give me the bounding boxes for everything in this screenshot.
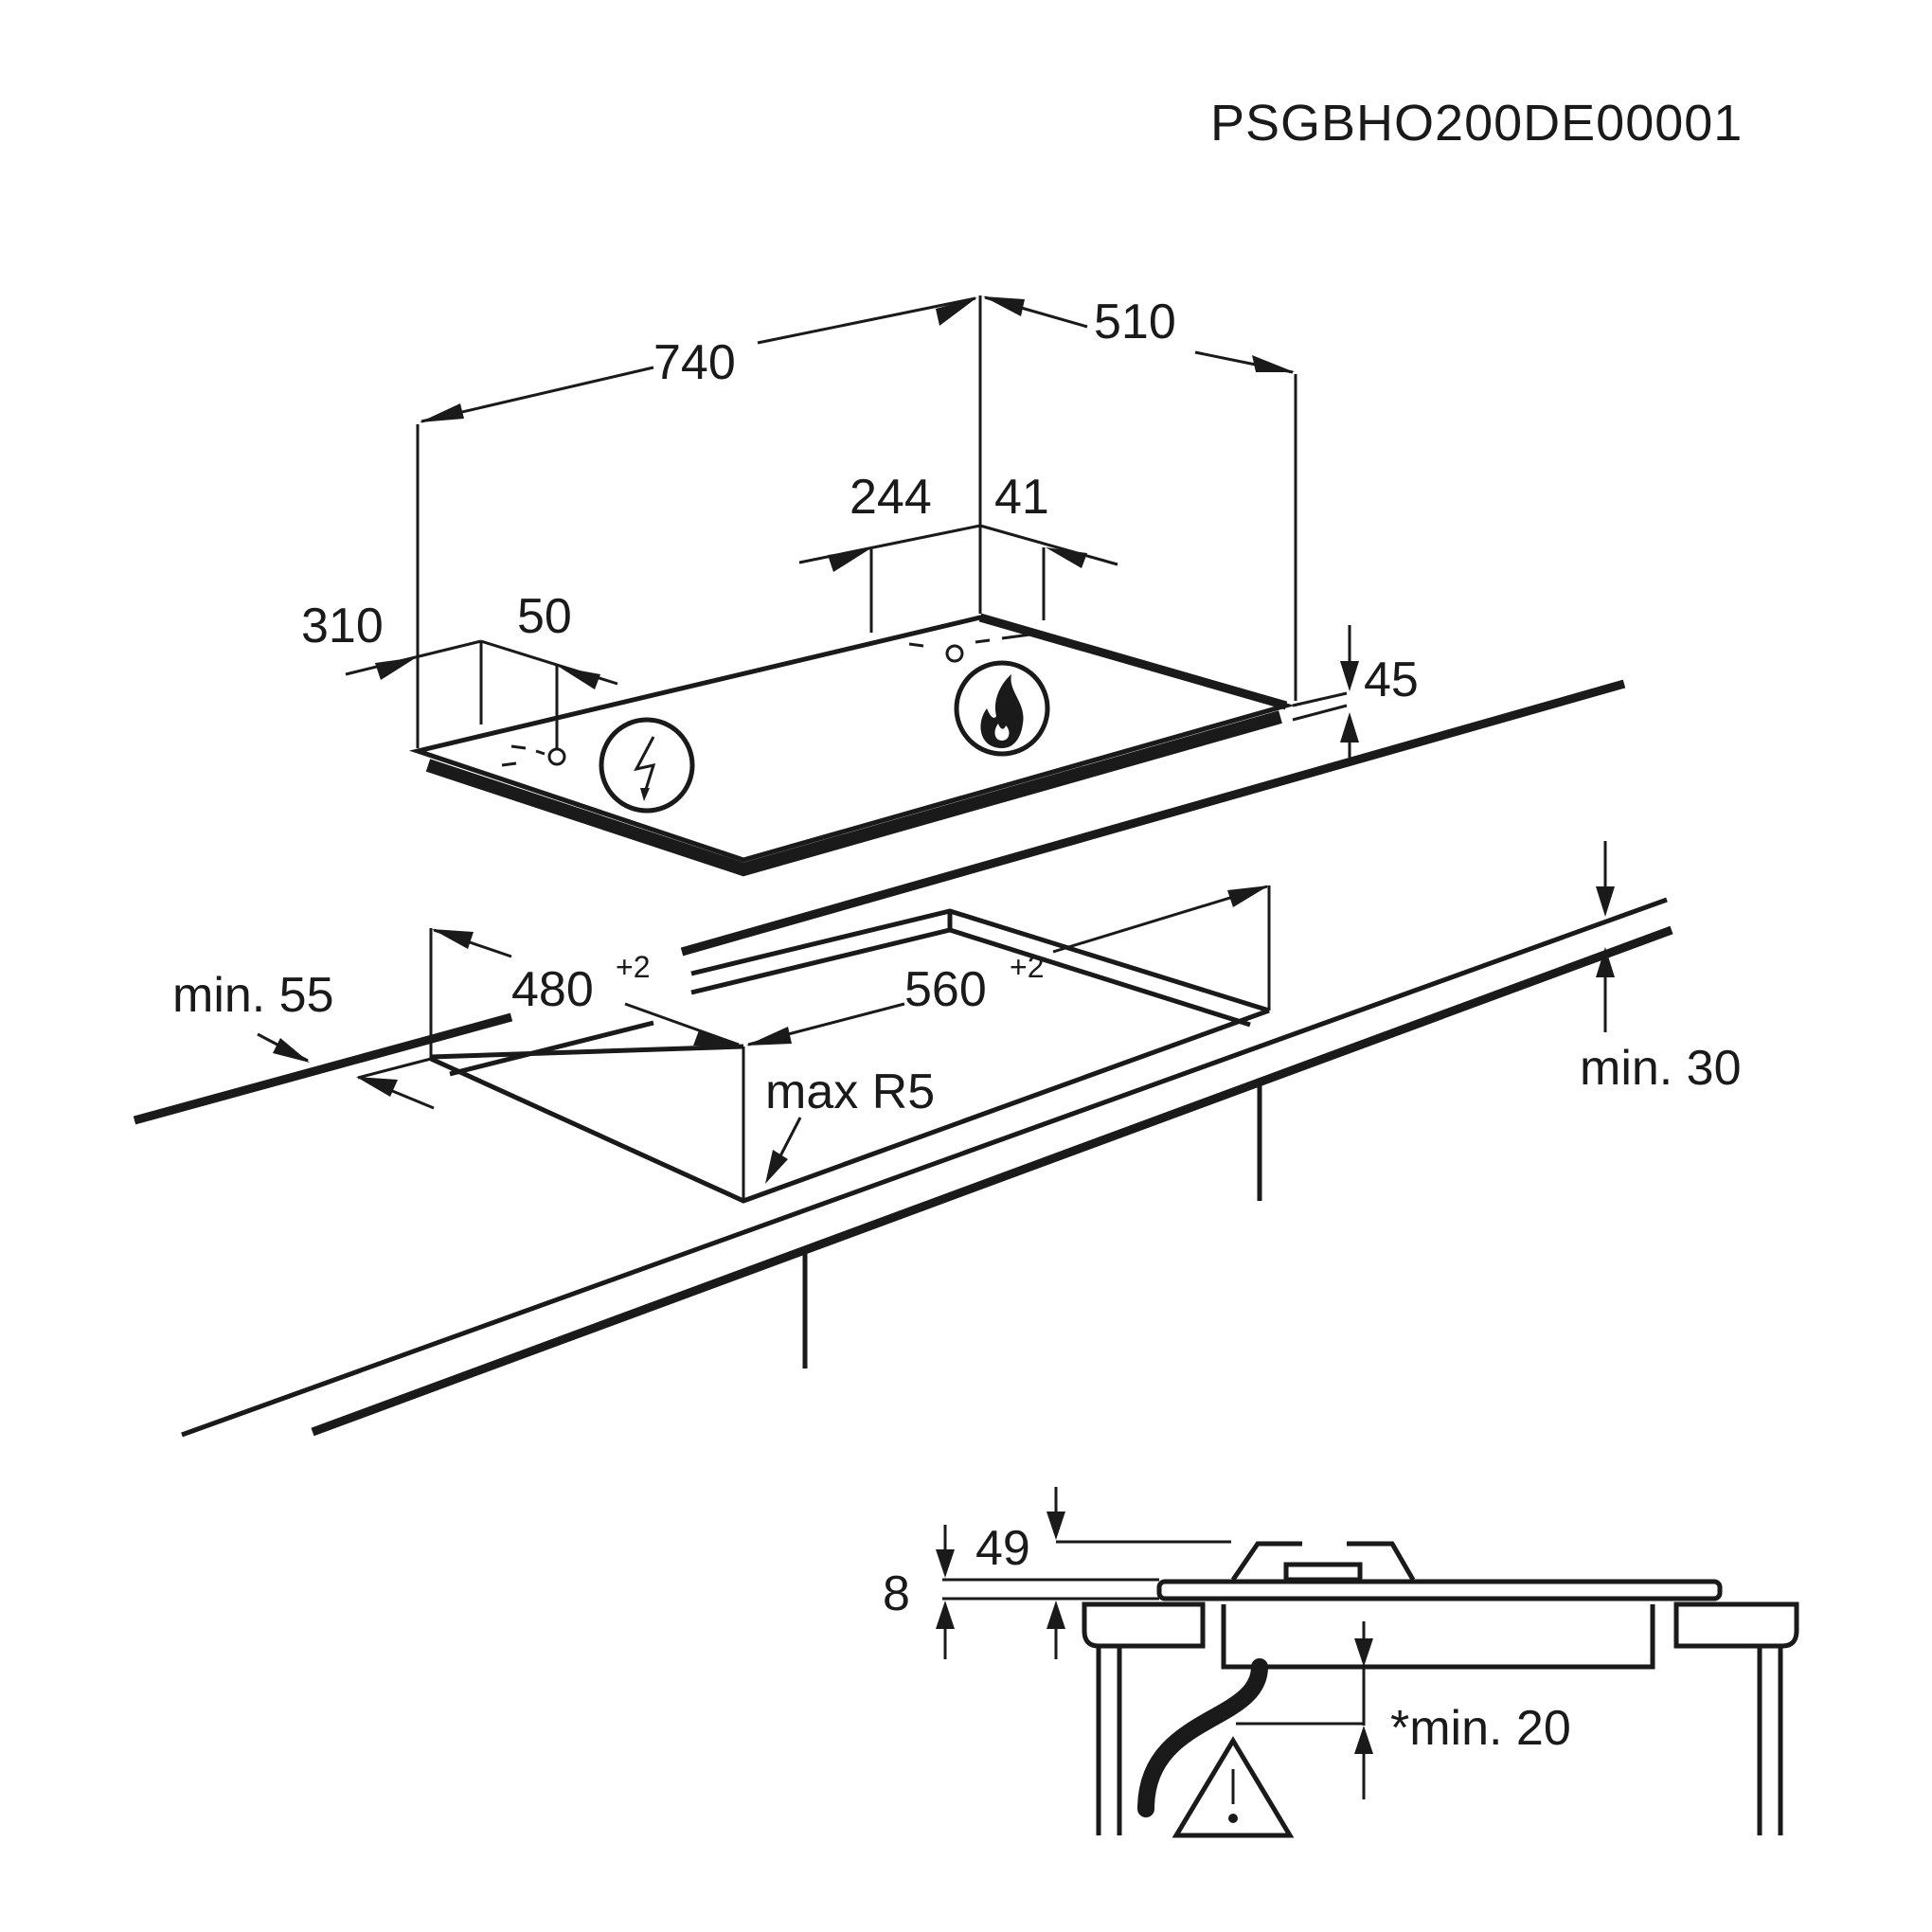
label-49: 49 <box>975 1521 1030 1576</box>
dimension-line-41 <box>979 524 1118 568</box>
worktop <box>133 679 1673 1438</box>
cutout <box>429 886 1271 1204</box>
lightning-bolt-icon <box>599 717 695 814</box>
electric-connection-point <box>501 744 566 767</box>
label-min-55: min. 55 <box>172 968 334 1023</box>
label-45: 45 <box>1364 653 1419 707</box>
label-41: 41 <box>994 470 1049 525</box>
label-480: 480 <box>511 962 594 1017</box>
dimension-line-480 <box>432 928 741 1046</box>
dimension-line-510 <box>983 295 1295 374</box>
label-740: 740 <box>653 335 736 390</box>
dimension-line-310 <box>345 639 482 680</box>
label-244: 244 <box>850 470 932 525</box>
gas-connection-point <box>908 633 1031 663</box>
dimension-line-560 <box>746 885 1269 1046</box>
dimension-line-min-30 <box>1596 841 1615 1032</box>
warning-triangle-icon <box>1172 1736 1295 1838</box>
label-480-tolerance: +2 <box>616 950 650 984</box>
label-min-30: min. 30 <box>1580 1041 1742 1096</box>
label-50: 50 <box>517 589 572 644</box>
dimension-line-max-r5 <box>765 1117 802 1184</box>
label-560: 560 <box>904 962 987 1017</box>
dimension-line-50 <box>480 639 618 689</box>
label-560-tolerance: +2 <box>1010 950 1044 984</box>
label-510: 510 <box>1094 295 1176 349</box>
product-code: PSGBHO200DE00001 <box>1210 95 1743 152</box>
hob-outline <box>408 613 1296 877</box>
label-max-r5: max R5 <box>765 1064 935 1119</box>
label-8: 8 <box>883 1566 910 1621</box>
dimension-line-740 <box>420 296 977 423</box>
label-min-20: *min. 20 <box>1390 1701 1571 1756</box>
dimension-line-45 <box>1292 625 1359 758</box>
dimension-line-244 <box>798 524 981 572</box>
extension-lines <box>416 295 1297 748</box>
dimension-line-8 <box>936 1525 955 1659</box>
cross-section <box>942 1540 1799 1835</box>
label-310: 310 <box>301 599 384 653</box>
dimension-line-min-55 <box>257 1032 435 1110</box>
flame-icon <box>954 660 1050 757</box>
dimension-line-min-20 <box>1354 1621 1373 1799</box>
dimension-line-49 <box>1046 1487 1065 1659</box>
